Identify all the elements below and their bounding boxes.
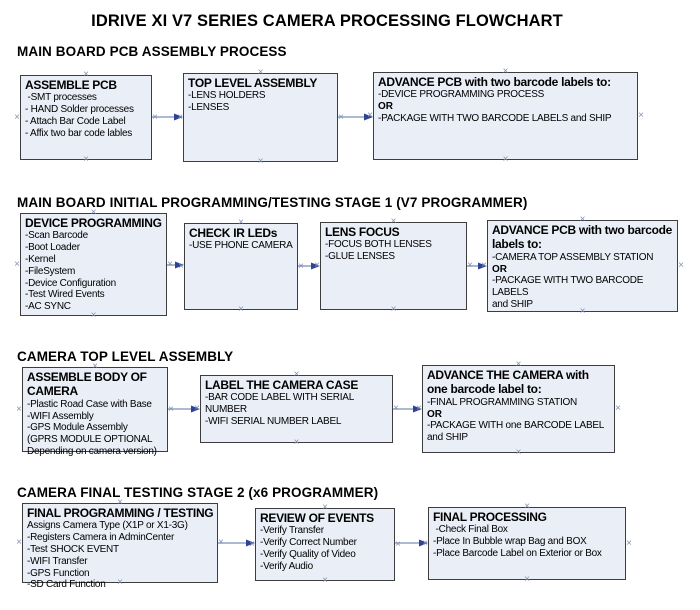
connection-point-icon: × — [298, 260, 304, 272]
connection-point-icon: × — [524, 574, 530, 585]
flow-arrow — [167, 261, 184, 269]
connection-point-icon: × — [168, 403, 174, 415]
box-body: -PACKAGE WITH TWO BARCODE LABELS and SHI… — [378, 112, 612, 124]
connection-point-icon: × — [626, 537, 632, 549]
connection-point-icon: × — [502, 154, 509, 165]
connection-point-icon: × — [638, 110, 644, 121]
flow-box-final-processing: × × × × FINAL PROCESSING -Check Final Bo… — [422, 502, 632, 585]
flow-arrow — [395, 539, 428, 547]
flow-box-device-programming: × × × × DEVICE PROGRAMMING -Scan Barcode… — [14, 208, 173, 321]
box-body: -SMT processes - HAND Solder processes -… — [25, 92, 134, 139]
box-title: ASSEMBLE BODY OF CAMERA — [27, 370, 147, 399]
box-body: -PACKAGE WITH one BARCODE LABEL and SHIP — [427, 420, 605, 444]
connection-point-icon: × — [395, 538, 401, 550]
flow-box-assemble-pcb: × × × × ASSEMBLE PCB -SMT processes - HA… — [14, 70, 158, 165]
box-body: -Verify Transfer -Verify Correct Number … — [260, 525, 357, 572]
box-body: -USE PHONE CAMERA — [189, 240, 293, 252]
connection-point-icon: × — [177, 111, 183, 123]
connection-point-icon: × — [238, 304, 244, 315]
connection-point-icon: × — [249, 538, 255, 550]
box-title: FINAL PROCESSING — [433, 510, 547, 524]
section-heading-final-testing: CAMERA FINAL TESTING STAGE 2 (x6 PROGRAM… — [17, 485, 379, 500]
flow-box-review-of-events: × × × × REVIEW OF EVENTS -Verify Transfe… — [249, 503, 401, 586]
connection-point-icon: × — [322, 575, 328, 586]
connection-point-icon: × — [393, 403, 399, 414]
connection-point-icon: × — [83, 154, 89, 165]
flow-box-advance-pcb-stage1: × × × × ADVANCE PCB with two barcode lab… — [367, 67, 644, 165]
connection-point-icon: × — [167, 258, 173, 270]
box-title: FINAL PROGRAMMING / TESTING — [27, 506, 214, 520]
connection-point-icon: × — [14, 111, 20, 123]
box-title: ADVANCE THE CAMERA with one barcode labe… — [427, 368, 589, 397]
box-title: CHECK IR LEDs — [189, 226, 278, 240]
flow-box-advance-camera: × × × × ADVANCE THE CAMERA with one barc… — [416, 360, 621, 458]
connection-point-icon: × — [293, 437, 300, 448]
flow-arrow — [152, 113, 183, 121]
flow-arrow — [393, 405, 422, 413]
flow-box-lens-focus: × × × × LENS FOCUS -FOCUS BOTH LENSES -G… — [314, 217, 473, 315]
box-title: ADVANCE PCB with two barcode labels to: — [378, 75, 611, 89]
connection-point-icon: × — [678, 260, 684, 271]
box-title: REVIEW OF EVENTS — [260, 511, 374, 525]
connection-point-icon: × — [367, 110, 373, 121]
box-title: TOP LEVEL ASSEMBLY — [188, 76, 318, 90]
connection-point-icon: × — [338, 111, 344, 123]
box-body: -Check Final Box -Place In Bubble wrap B… — [433, 524, 602, 559]
flow-box-top-level-assembly: × × × × TOP LEVEL ASSEMBLY -LENS HOLDERS… — [177, 68, 344, 167]
box-body: -FINAL PROGRAMMING STATION — [427, 396, 577, 408]
flow-box-check-ir-leds: × × × × CHECK IR LEDs -USE PHONE CAMERA — [178, 218, 304, 315]
box-body: -Plastic Road Case with Base -WIFI Assem… — [27, 398, 157, 457]
flow-box-label-camera-case: × × × × LABEL THE CAMERA CASE -BAR CODE … — [194, 370, 399, 448]
flow-arrow — [168, 405, 200, 413]
box-body: -Scan Barcode -Boot Loader -Kernel -File… — [25, 230, 116, 313]
flow-arrow — [467, 262, 487, 270]
box-body: -PACKAGE WITH TWO BARCODE LABELS and SHI… — [492, 275, 644, 310]
box-or-label: OR — [427, 408, 442, 420]
connection-point-icon: × — [515, 447, 522, 458]
connection-point-icon: × — [422, 537, 428, 549]
box-body: Assigns Camera Type (X1P or X1-3G) -Regi… — [27, 520, 188, 591]
connection-point-icon: × — [14, 258, 20, 270]
connection-point-icon: × — [16, 537, 22, 548]
connection-point-icon: × — [257, 156, 264, 167]
box-title: LABEL THE CAMERA CASE — [205, 378, 359, 392]
box-or-label: OR — [492, 263, 507, 275]
flow-box-assemble-body: × × × × ASSEMBLE BODY OF CAMERA -Plastic… — [16, 362, 174, 457]
box-body: -DEVICE PROGRAMMING PROCESS — [378, 89, 545, 101]
flow-box-advance-pcb-stage2: × × × × ADVANCE PCB with two barcode lab… — [481, 215, 684, 317]
box-body: -BAR CODE LABEL WITH SERIAL NUMBER -WIFI… — [205, 392, 354, 427]
box-title: LENS FOCUS — [325, 225, 400, 239]
connection-point-icon: × — [178, 260, 184, 272]
connection-point-icon: × — [314, 260, 320, 271]
section-heading-pcb-assembly: MAIN BOARD PCB ASSEMBLY PROCESS — [17, 44, 287, 59]
box-body: -LENS HOLDERS -LENSES — [188, 90, 266, 114]
connection-point-icon: × — [481, 260, 487, 271]
section-heading-initial-programming: MAIN BOARD INITIAL PROGRAMMING/TESTING S… — [17, 195, 528, 210]
box-or-label: OR — [378, 101, 393, 113]
connection-point-icon: × — [16, 403, 22, 415]
box-body: -CAMERA TOP ASSEMBLY STATION — [492, 251, 654, 263]
page-title: IDRIVE XI V7 SERIES CAMERA PROCESSING FL… — [91, 12, 563, 30]
connection-point-icon: × — [416, 403, 422, 414]
section-heading-camera-top-assembly: CAMERA TOP LEVEL ASSEMBLY — [17, 349, 234, 364]
flow-box-final-programming-testing: × × × × FINAL PROGRAMMING / TESTING Assi… — [16, 498, 224, 591]
flow-arrow — [338, 113, 373, 121]
connection-point-icon: × — [390, 304, 397, 315]
flow-arrow — [298, 262, 320, 270]
box-title: DEVICE PROGRAMMING — [25, 216, 162, 230]
flow-arrow — [218, 539, 255, 547]
connection-point-icon: × — [615, 403, 621, 414]
connection-point-icon: × — [194, 403, 200, 414]
box-title: ADVANCE PCB with two barcode labels to: — [492, 223, 673, 252]
connection-point-icon: × — [152, 111, 158, 123]
connection-point-icon: × — [467, 260, 473, 271]
connection-point-icon: × — [218, 537, 224, 548]
box-title: ASSEMBLE PCB — [25, 78, 117, 92]
box-body: -FOCUS BOTH LENSES -GLUE LENSES — [325, 239, 432, 263]
